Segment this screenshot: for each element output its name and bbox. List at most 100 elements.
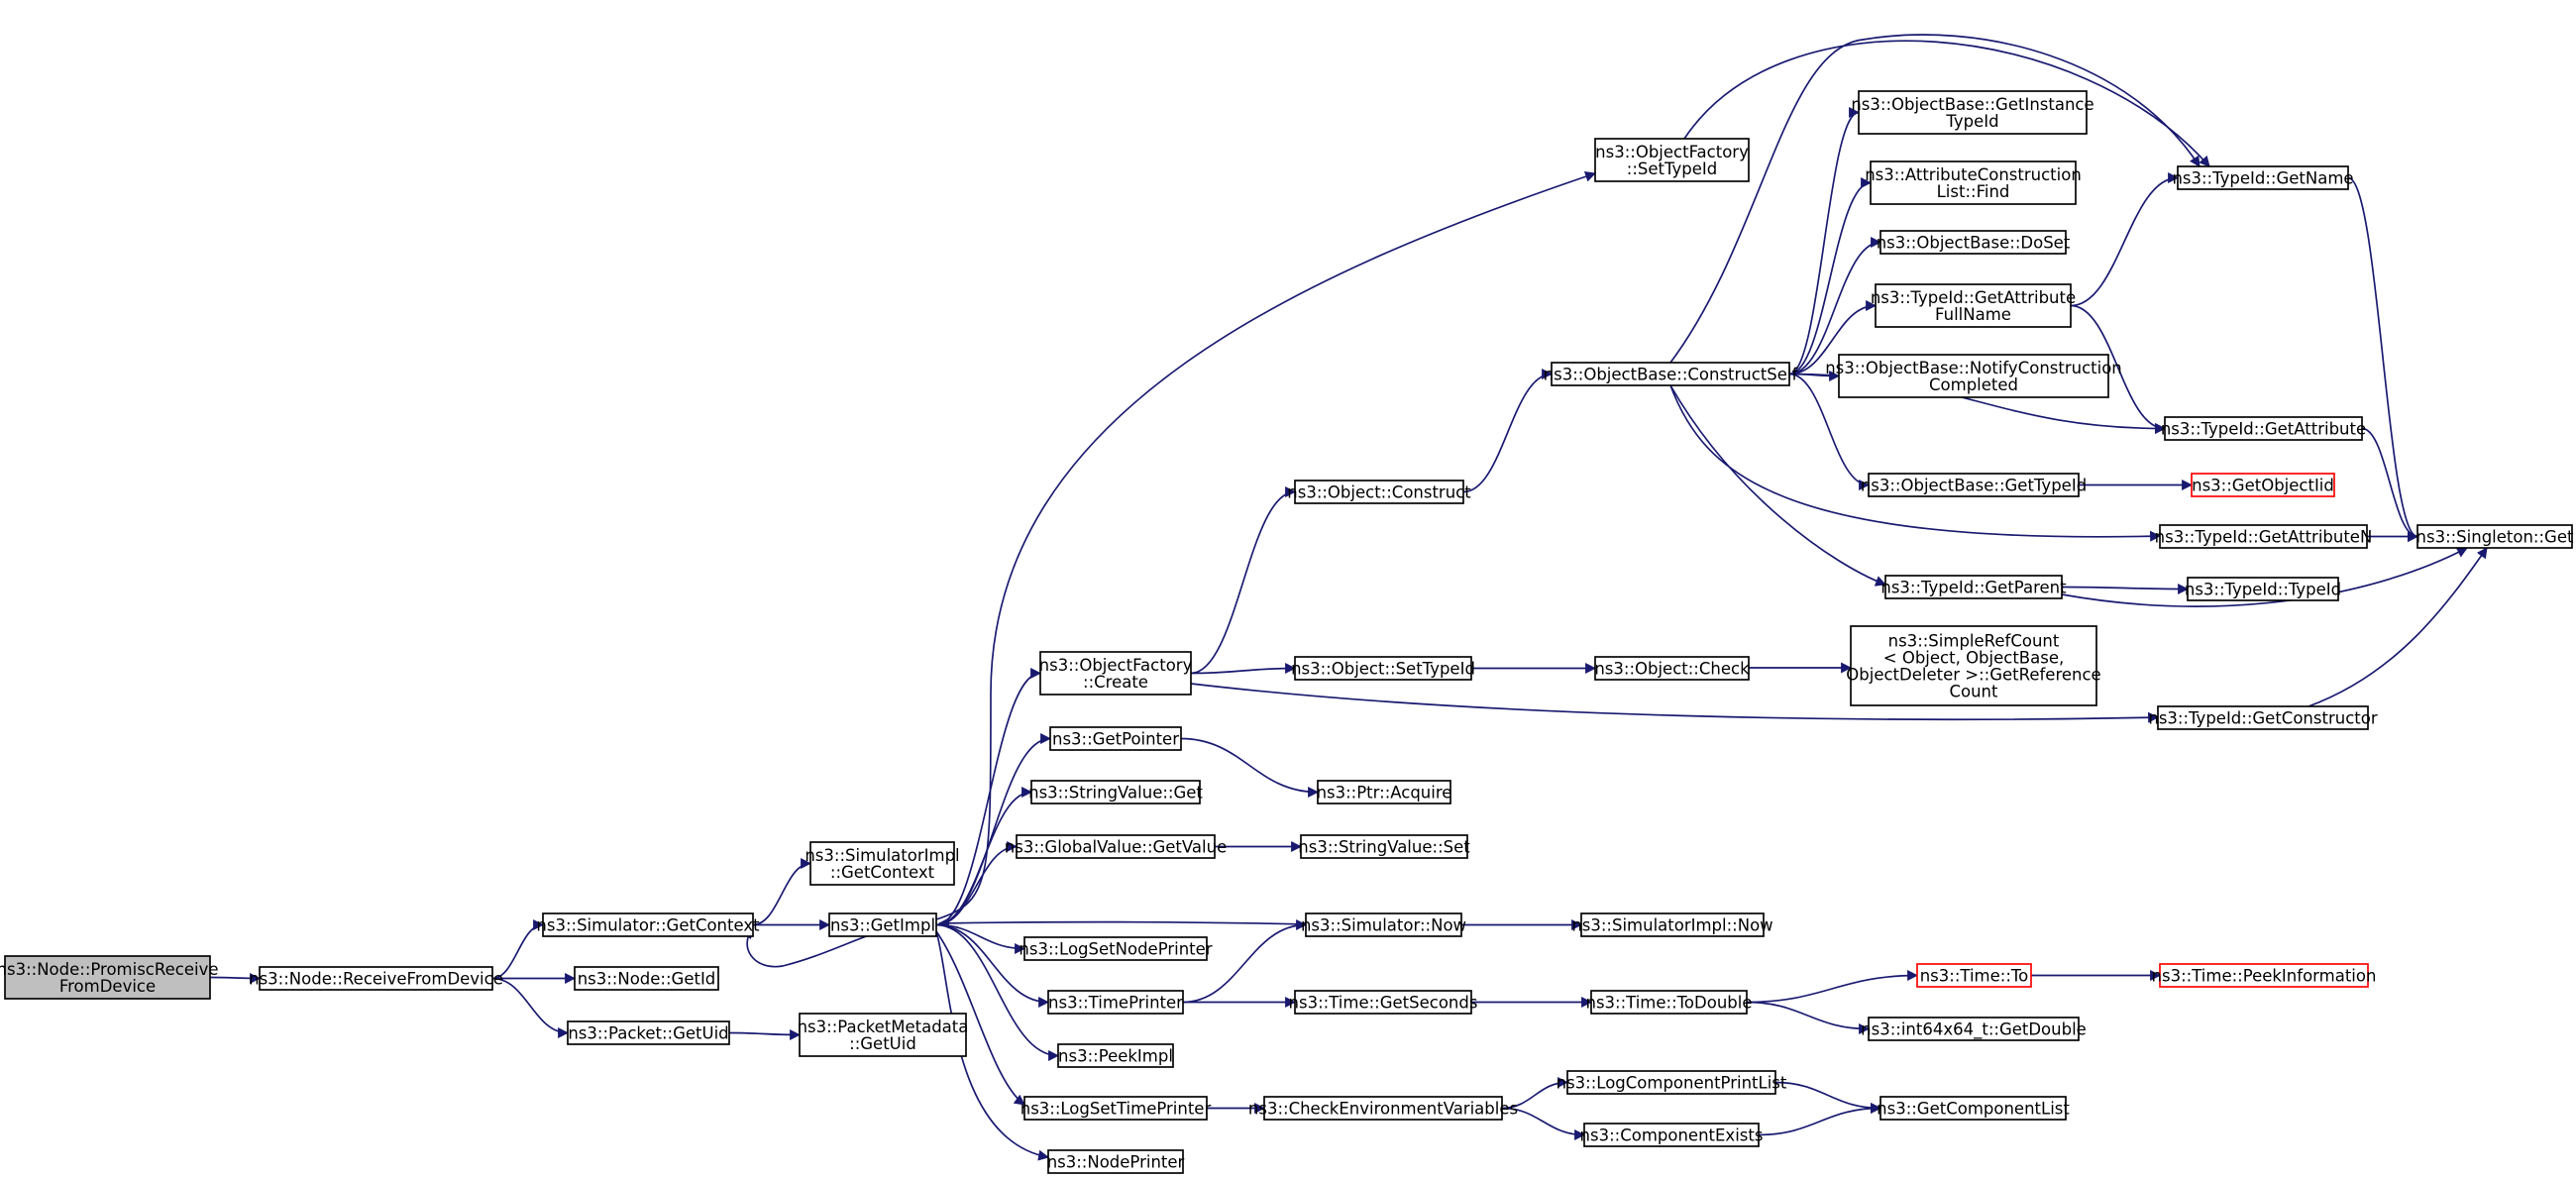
node-box <box>1580 912 1765 937</box>
node-ns3-objectbase-constructself[interactable]: ns3::ObjectBase::ConstructSelf <box>1544 362 1799 386</box>
edge-n18-n25 <box>1462 369 1554 493</box>
edge-n24-n29 <box>1501 1077 1569 1110</box>
node-ns3-typeid-getparent[interactable]: ns3::TypeId::GetParent <box>1880 575 2067 599</box>
node-box <box>1594 656 1750 681</box>
node-ns3-logsetnodeprinter[interactable]: ns3::LogSetNodePrinter <box>1019 936 1213 961</box>
node-ns3-getobjectiid[interactable]: ns3::GetObjectIid <box>2191 473 2335 497</box>
node-ns3-simulatorimpl-getcontext[interactable]: ns3::SimulatorImpl::GetContext <box>805 841 960 886</box>
edge-arrow <box>1774 1081 1882 1114</box>
node-ns3-time-getseconds[interactable]: ns3::Time::GetSeconds <box>1289 990 1478 1015</box>
edge-arrow <box>935 668 1042 926</box>
node-ns3-simulator-getcontext[interactable]: ns3::Simulator::GetContext <box>536 912 760 937</box>
node-box <box>1858 90 2088 135</box>
node-ns3-peekimpl[interactable]: ns3::PeekImpl <box>1057 1043 1174 1068</box>
edge-n6-n14 <box>935 923 1050 1008</box>
edge-n43-n49 <box>2361 427 2419 542</box>
edge-n1-n4 <box>491 977 570 1038</box>
node-label: ns3::GetComponentList <box>1877 1100 2070 1119</box>
node-ns3-globalvalue-getvalue[interactable]: ns3::GlobalValue::GetValue <box>1005 834 1227 859</box>
node-label: ns3::Node::GetId <box>578 970 716 989</box>
node-ns3-node-receivefromdevice[interactable]: ns3::Node::ReceiveFromDevice <box>249 966 503 991</box>
node-label: ns3::LogSetTimePrinter <box>1020 1100 1212 1119</box>
node-label: ns3::TypeId::GetAttribute <box>1871 288 2076 307</box>
node-label: ns3::ObjectBase::DoSet <box>1877 234 2071 253</box>
edge-arrow <box>935 170 1597 920</box>
node-label: ns3::ObjectFactory <box>1039 656 1193 675</box>
node-ns3-simulator-now[interactable]: ns3::Simulator::Now <box>1301 912 1466 937</box>
node-ns3-componentexists[interactable]: ns3::ComponentExists <box>1580 1123 1764 1147</box>
node-ns3-typeid-getconstructor[interactable]: ns3::TypeId::GetConstructor <box>2148 705 2378 730</box>
node-ns3-nodeprinter[interactable]: ns3::NodePrinter <box>1047 1149 1185 1174</box>
node-ns3-node-getid[interactable]: ns3::Node::GetId <box>574 966 719 991</box>
node-ns3-ptr-acquire[interactable]: ns3::Ptr::Acquire <box>1317 780 1452 804</box>
node-ns3-time-todouble[interactable]: ns3::Time::ToDouble <box>1585 990 1753 1015</box>
node-ns3-logsettimeprinter[interactable]: ns3::LogSetTimePrinter <box>1020 1096 1212 1121</box>
node-label: ns3::GetImpl <box>830 916 935 935</box>
node-ns3-object-check[interactable]: ns3::Object::Check <box>1594 656 1750 681</box>
node-ns3-objectbase-doset[interactable]: ns3::ObjectBase::DoSet <box>1877 230 2071 255</box>
node-ns3-packetmetadata-getuid[interactable]: ns3::PacketMetadata::GetUid <box>798 1013 969 1057</box>
edge-n0-n1 <box>209 972 262 984</box>
node-ns3-typeid-getattribute[interactable]: ns3::TypeId::GetAttribute <box>2161 416 2366 441</box>
edge-arrow <box>1788 300 1878 375</box>
node-ns3-objectfactory-create[interactable]: ns3::ObjectFactory::Create <box>1039 651 1193 696</box>
edge-n6-n15 <box>935 923 1060 1061</box>
node-box <box>1879 1096 2067 1121</box>
edge-n10-n20 <box>1180 737 1320 798</box>
node-ns3-typeid-typeid[interactable]: ns3::TypeId::TypeId <box>2185 577 2341 601</box>
node-ns3-simulatorimpl-now[interactable]: ns3::SimulatorImpl::Now <box>1571 912 1773 937</box>
node-ns3-simplerefcount-object-objectbase-objectdeleter-getreference-count[interactable]: ns3::SimpleRefCount< Object, ObjectBase,… <box>1846 625 2101 706</box>
node-ns3-objectfactory-settypeid[interactable]: ns3::ObjectFactory::SetTypeId <box>1594 138 1750 182</box>
node-label: ns3::Object::SetTypeId <box>1291 660 1475 679</box>
edge-n25-n37 <box>1669 384 1887 587</box>
node-ns3-timeprinter[interactable]: ns3::TimePrinter <box>1047 990 1184 1015</box>
node-ns3-getpointer[interactable]: ns3::GetPointer <box>1049 726 1182 751</box>
node-ns3-objectbase-notifyconstruction-completed[interactable]: ns3::ObjectBase::NotifyConstructionCompl… <box>1825 354 2122 398</box>
edge-n9-n18 <box>1190 486 1297 675</box>
edge-n14-n22 <box>1182 919 1308 1004</box>
node-box <box>1916 963 2032 988</box>
node-ns3-int64x64-t-getdouble[interactable]: ns3::int64x64_t::GetDouble <box>1861 1017 2087 1041</box>
edge-arrow <box>937 917 1307 929</box>
node-ns3-time-peekinformation[interactable]: ns3::Time::PeekInformation <box>2152 963 2377 988</box>
node-ns3-checkenvironmentvariables[interactable]: ns3::CheckEnvironmentVariables <box>1248 1096 1518 1121</box>
edge-n9-n47 <box>1190 683 2160 723</box>
edge-arrow <box>1788 177 1873 375</box>
edge-n6-n10 <box>935 733 1052 926</box>
edge-n6-n16 <box>935 930 1025 1106</box>
edge-n25-n33 <box>1788 237 1882 375</box>
edge-arrow <box>1182 919 1308 1004</box>
node-box <box>259 966 493 991</box>
node-box <box>2416 524 2573 549</box>
node-ns3-object-settypeid[interactable]: ns3::Object::SetTypeId <box>1291 656 1475 681</box>
node-label: FullName <box>1935 305 2011 324</box>
node-box <box>2177 165 2349 190</box>
edge-n47-n49 <box>2308 547 2488 707</box>
node-label: ns3::LogSetNodePrinter <box>1019 940 1212 959</box>
node-ns3-stringvalue-get[interactable]: ns3::StringValue::Get <box>1028 780 1203 804</box>
node-ns3-typeid-getname[interactable]: ns3::TypeId::GetName <box>2172 165 2354 190</box>
node-box <box>1057 1043 1174 1068</box>
node-label: ns3::Object::Check <box>1594 660 1750 679</box>
edge-arrow <box>1669 384 2162 542</box>
edge-n25-n31 <box>1788 107 1861 375</box>
node-ns3-typeid-getattributen[interactable]: ns3::TypeId::GetAttributeN <box>2155 524 2373 549</box>
node-label: ns3::CheckEnvironmentVariables <box>1248 1100 1518 1119</box>
node-ns3-packet-getuid[interactable]: ns3::Packet::GetUid <box>567 1020 730 1045</box>
node-box <box>1850 625 2097 706</box>
node-ns3-object-construct[interactable]: ns3::Object::Construct <box>1287 480 1471 504</box>
edge-arrow <box>935 923 1050 1008</box>
node-ns3-stringvalue-set[interactable]: ns3::StringValue::Set <box>1298 834 1470 859</box>
node-box <box>1030 780 1201 804</box>
node-ns3-getimpl[interactable]: ns3::GetImpl <box>828 912 937 937</box>
node-ns3-objectbase-gettypeid[interactable]: ns3::ObjectBase::GetTypeId <box>1861 473 2087 497</box>
node-box <box>1583 1123 1760 1147</box>
node-ns3-logcomponentprintlist[interactable]: ns3::LogComponentPrintList <box>1556 1070 1787 1095</box>
node-ns3-time-to[interactable]: ns3::Time::To <box>1916 963 2032 988</box>
node-ns3-singleton-get[interactable]: ns3::Singleton::Get <box>2416 524 2574 549</box>
node-ns3-getcomponentlist[interactable]: ns3::GetComponentList <box>1877 1096 2070 1121</box>
